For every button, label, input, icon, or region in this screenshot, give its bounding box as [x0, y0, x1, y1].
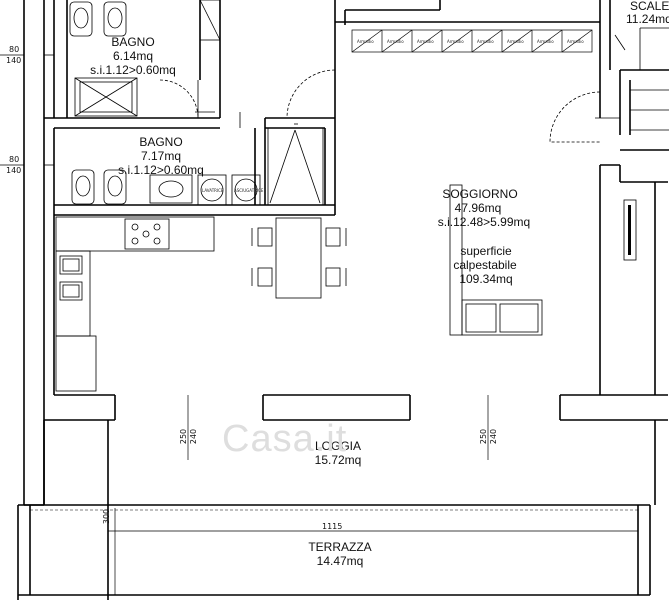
- left-dimension-ticks: [0, 54, 54, 166]
- wardrobe-row: [351, 29, 593, 53]
- dim-loggia-left-b: 240: [189, 428, 199, 445]
- soggiorno-name: SOGGIORNO: [442, 187, 518, 201]
- asciugatrice-label: ASCIUGATRICE: [234, 188, 264, 193]
- scale-area: 11.24mq: [626, 12, 669, 26]
- casa-it-watermark: Casa.it: [222, 418, 348, 460]
- armadio-label-5: Armadio: [477, 39, 494, 44]
- armadio-label-6: Armadio: [507, 39, 524, 44]
- doors: [286, 69, 620, 143]
- dim-terrazza-width: 1115: [322, 522, 343, 531]
- armadio-label-2: Armadio: [387, 39, 404, 44]
- dim-left-mid-a: 80: [9, 155, 20, 164]
- terrazza-area: 14.47mq: [316, 554, 364, 568]
- bagno1-si: s.i.1.12>0.60mq: [90, 63, 176, 77]
- bagno2-si: s.i.1.12>0.60mq: [118, 163, 204, 177]
- loggia-name: LOGGIA: [314, 439, 361, 453]
- calpestabile-label: calpestabile: [453, 258, 517, 272]
- armadio-label-4: Armadio: [447, 39, 464, 44]
- soggiorno-area: 47.96mq: [454, 201, 502, 215]
- dim-terrazza-depth: 300: [102, 508, 112, 525]
- tv-unit: [623, 199, 637, 261]
- kitchen-fixtures: [55, 216, 215, 392]
- dim-loggia-right-b: 240: [489, 428, 499, 445]
- sofa: [449, 184, 543, 336]
- armadio-label-3: Armadio: [417, 39, 434, 44]
- dining-table: [251, 217, 347, 299]
- dim-left-top-b: 140: [6, 56, 22, 65]
- dim-loggia-right-a: 250: [479, 428, 489, 445]
- loggia-dimension-lines: [108, 395, 638, 595]
- dim-loggia-left-a: 250: [179, 428, 189, 445]
- loggia-area: 15.72mq: [314, 453, 362, 467]
- bagno2-name: BAGNO: [139, 135, 183, 149]
- lavatrice-label: LAVATRICE: [202, 188, 224, 193]
- soggiorno-si: s.i.12.48>5.99mq: [437, 215, 531, 229]
- superficie-label: superficie: [460, 244, 512, 258]
- bagno1-name: BAGNO: [111, 35, 155, 49]
- tv-screen: [628, 205, 631, 255]
- superficie-value: 109.34mq: [459, 272, 513, 286]
- walls: [17, 0, 669, 600]
- bath1-fixtures: [69, 0, 241, 128]
- stairs: [614, 27, 669, 131]
- terrazza-name: TERRAZZA: [308, 540, 372, 554]
- bagno2-area: 7.17mq: [140, 149, 182, 163]
- armadio-label-1: Armadio: [357, 39, 374, 44]
- armadio-label-7: Armadio: [537, 39, 554, 44]
- scale-name: SCALE: [630, 0, 669, 13]
- bagno1-area: 6.14mq: [112, 49, 154, 63]
- armadio-label-8: Armadio: [567, 39, 584, 44]
- dim-left-mid-b: 140: [6, 166, 22, 175]
- dim-left-top-a: 80: [9, 45, 20, 54]
- bath2-fixtures: [71, 123, 324, 206]
